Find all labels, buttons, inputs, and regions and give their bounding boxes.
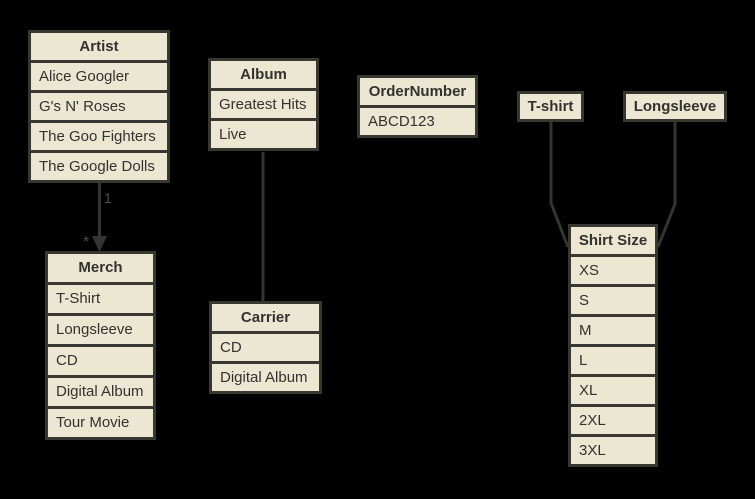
table-row: G's N' Roses	[31, 90, 167, 120]
album-table-title: Album	[240, 66, 287, 83]
table-row: S	[571, 284, 655, 314]
table-row: XL	[571, 374, 655, 404]
table-row: Greatest Hits	[211, 88, 316, 118]
table-row: 2XL	[571, 404, 655, 434]
table-row: CD	[212, 331, 319, 361]
table-row: CD	[48, 344, 153, 375]
longsleeve-table: Longsleeve	[623, 91, 727, 122]
ordernumber-table: OrderNumber ABCD123	[357, 75, 478, 138]
table-row: Digital Album	[48, 375, 153, 406]
arrowhead-icon	[92, 236, 107, 252]
tshirt-shirtsize-line	[549, 122, 570, 248]
table-row: Tour Movie	[48, 406, 153, 437]
tshirt-table: T-shirt	[517, 91, 584, 122]
table-row: Longsleeve	[48, 313, 153, 344]
merch-table: Merch T-Shirt Longsleeve CD Digital Albu…	[45, 251, 156, 440]
cardinality-many-label: *	[83, 234, 89, 251]
table-row: Live	[211, 118, 316, 148]
table-row: Digital Album	[212, 361, 319, 391]
table-row: L	[571, 344, 655, 374]
album-table: Album Greatest Hits Live	[208, 58, 319, 151]
shirt-size-table: Shirt Size XS S M L XL 2XL 3XL	[568, 224, 658, 467]
carrier-table-title: Carrier	[240, 309, 291, 326]
table-row: T-Shirt	[48, 282, 153, 313]
artist-merch-arrow: 1 *	[83, 183, 112, 252]
tshirt-table-title: T-shirt	[527, 98, 574, 115]
carrier-table: Carrier CD Digital Album	[209, 301, 322, 394]
table-row: M	[571, 314, 655, 344]
table-row: The Google Dolls	[31, 150, 167, 180]
table-row: ABCD123	[360, 105, 475, 135]
artist-table: Artist Alice Googler G's N' Roses The Go…	[28, 30, 170, 183]
cardinality-one-label: 1	[104, 190, 112, 206]
table-row: The Goo Fighters	[31, 120, 167, 150]
table-row: 3XL	[571, 434, 655, 464]
merch-table-title: Merch	[78, 259, 123, 276]
table-row: XS	[571, 254, 655, 284]
longsleeve-table-title: Longsleeve	[633, 98, 717, 115]
table-row: Alice Googler	[31, 60, 167, 90]
longsleeve-shirtsize-line	[656, 122, 677, 248]
ordernumber-table-title: OrderNumber	[368, 83, 467, 100]
shirt-size-table-title: Shirt Size	[578, 232, 648, 249]
artist-table-title: Artist	[79, 38, 119, 55]
